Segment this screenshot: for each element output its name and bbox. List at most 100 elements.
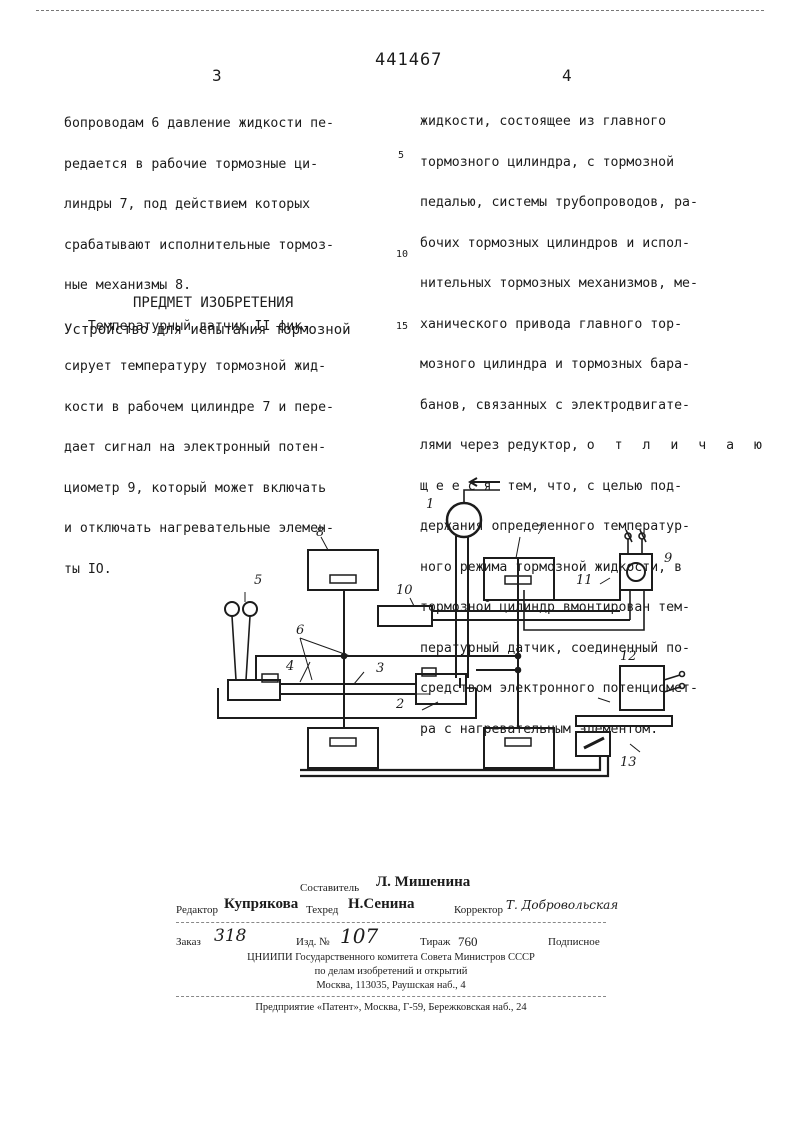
motor-lead xyxy=(663,674,681,693)
text-line: мозного цилиндра и тормозных бара- xyxy=(420,357,690,372)
master-cylinder-1 xyxy=(445,501,483,539)
diagram-label-2: 2 xyxy=(395,697,404,712)
diagram-label-10: 10 xyxy=(396,583,413,598)
diagram-label-8: 8 xyxy=(316,525,324,540)
corrector-name: Т. Добровольская xyxy=(506,898,619,912)
diagram-label-13: 13 xyxy=(620,755,637,770)
terminal-icon xyxy=(678,670,686,678)
top-rule xyxy=(36,10,764,11)
text-line: щ е е с я тем, что, с целью под- xyxy=(420,478,683,494)
line-number-5: 5 xyxy=(398,150,405,161)
tirage-label: Тираж xyxy=(420,936,451,948)
brake-drum-lower-right xyxy=(483,727,555,769)
brake-drum-8 xyxy=(307,549,379,591)
control-line xyxy=(523,590,645,631)
diagram-label-9: 9 xyxy=(664,551,672,566)
master-unit-2 xyxy=(415,673,467,705)
org-line-3: Москва, 113035, Раушская наб., 4 xyxy=(316,980,466,991)
diagram-label-3: 3 xyxy=(376,661,384,676)
text-line: банов, связанных с электродвигате- xyxy=(420,397,690,413)
text-line: и отключать нагревательные элемен- xyxy=(64,521,334,536)
text-line: циометр 9, который может включать xyxy=(64,480,327,496)
cylinder-piston xyxy=(261,673,279,683)
sensor-line-11 xyxy=(517,590,621,601)
diagram-label-12: 12 xyxy=(620,649,637,664)
brake-shoe xyxy=(329,574,357,584)
brake-drum-lower-left xyxy=(307,727,379,769)
text-line: линдры 7, под действием которых xyxy=(64,197,311,212)
text-line: тормозного цилиндра, с тормозной xyxy=(420,154,675,170)
compiler-label: Составитель xyxy=(300,882,360,894)
terminal-icon xyxy=(678,682,686,690)
compiler-name: Л. Мишенина xyxy=(376,874,471,890)
patent-number: 441467 xyxy=(375,50,443,70)
pipe-3 xyxy=(280,683,416,695)
editor-label: Редактор xyxy=(176,904,219,916)
text-line: ты IO. xyxy=(64,561,112,577)
brake-shoe xyxy=(329,737,357,747)
right-column: жидкости, состоящее из главного тормозно… xyxy=(420,88,762,750)
line-number-15: 15 xyxy=(396,321,409,332)
text-line: нительных тормозных механизмов, ме- xyxy=(420,276,698,291)
org-line-2: по делам изобретений и открытий xyxy=(314,966,468,977)
issue-value: 107 xyxy=(340,924,379,948)
order-value: 318 xyxy=(214,926,247,946)
leader-line xyxy=(244,536,641,753)
pressure-gauge-icon xyxy=(224,601,240,617)
tirage-value: 760 xyxy=(458,934,478,949)
diagram-label-1: 1 xyxy=(426,497,434,512)
issue-label: Изд. № xyxy=(296,936,330,948)
text-line: средством электронного потенциомет- xyxy=(420,681,698,696)
pressure-gauge-icon xyxy=(242,601,258,617)
drive-belt xyxy=(575,715,673,727)
brake-test-schematic: 1 2 3 4 5 6 7 8 9 10 11 12 13 xyxy=(217,477,686,778)
techred-label: Техред xyxy=(306,904,339,916)
text-line: кости в рабочем цилиндре 7 и пере- xyxy=(64,399,334,415)
frame xyxy=(217,688,477,719)
claim-start: Устройство для испытания тормозной xyxy=(64,322,351,338)
reducer-13 xyxy=(575,731,611,757)
gauge-pipe xyxy=(231,615,251,681)
text-line: педалью, системы трубопроводов, ра- xyxy=(420,195,698,210)
spaced-word: о т л и ч а ю xyxy=(586,438,768,453)
text-line: Температурный датчик II фик- xyxy=(64,318,311,334)
text-line: лями через редуктор, о т л и ч а ю xyxy=(420,438,762,453)
printer-line: Предприятие «Патент», Москва, Г-59, Бере… xyxy=(255,1002,527,1013)
pedal-line xyxy=(463,489,500,503)
wheel-cylinder-4 xyxy=(227,679,281,701)
cylinder-piston xyxy=(421,667,437,677)
text-fragment: лями через редуктор, xyxy=(420,438,579,453)
divider xyxy=(176,996,606,997)
potentiometer-9 xyxy=(619,553,653,591)
text-line: ные механизмы 8. xyxy=(64,278,192,293)
diagram-label-11: 11 xyxy=(576,573,593,588)
corrector-label: Корректор xyxy=(454,904,504,916)
brake-shoe xyxy=(504,737,532,747)
junction xyxy=(514,666,522,674)
junction xyxy=(514,652,522,660)
potentiometer-dial xyxy=(626,562,646,582)
electric-motor-12 xyxy=(619,665,665,711)
text-line: жидкости, состоящее из главного xyxy=(420,114,667,129)
left-column: бопроводам 6 давление жидкости пе- редае… xyxy=(64,90,384,590)
page-number-left: 3 xyxy=(212,66,222,85)
text-line: бопроводам 6 давление жидкости пе- xyxy=(64,116,334,131)
text-line: срабатывают исполнительные тормоз- xyxy=(64,237,334,253)
editor-name: Купрякова xyxy=(224,896,299,912)
diagram-label-5: 5 xyxy=(254,573,262,588)
reducer-lever xyxy=(583,736,605,750)
drive-shaft xyxy=(300,756,610,778)
text-line: дает сигнал на электронный потен- xyxy=(64,440,327,455)
order-label: Заказ xyxy=(176,936,201,948)
text-line: ханического привода главного тор- xyxy=(420,316,683,332)
text-line: держания определенного температур- xyxy=(420,519,690,534)
diagram-label-7: 7 xyxy=(536,523,545,538)
text-line: бочих тормозных цилиндров и испол- xyxy=(420,235,690,251)
text-line: пературный датчик, соединенный по- xyxy=(420,640,690,656)
line-number-10: 10 xyxy=(396,249,409,260)
text-line: редается в рабочие тормозные ци- xyxy=(64,156,319,172)
techred-name: Н.Сенина xyxy=(348,896,415,912)
subscription: Подписное xyxy=(548,936,600,948)
terminal-lead xyxy=(625,529,647,554)
section-title: ПРЕДМЕТ ИЗОБРЕТЕНИЯ xyxy=(133,295,294,311)
